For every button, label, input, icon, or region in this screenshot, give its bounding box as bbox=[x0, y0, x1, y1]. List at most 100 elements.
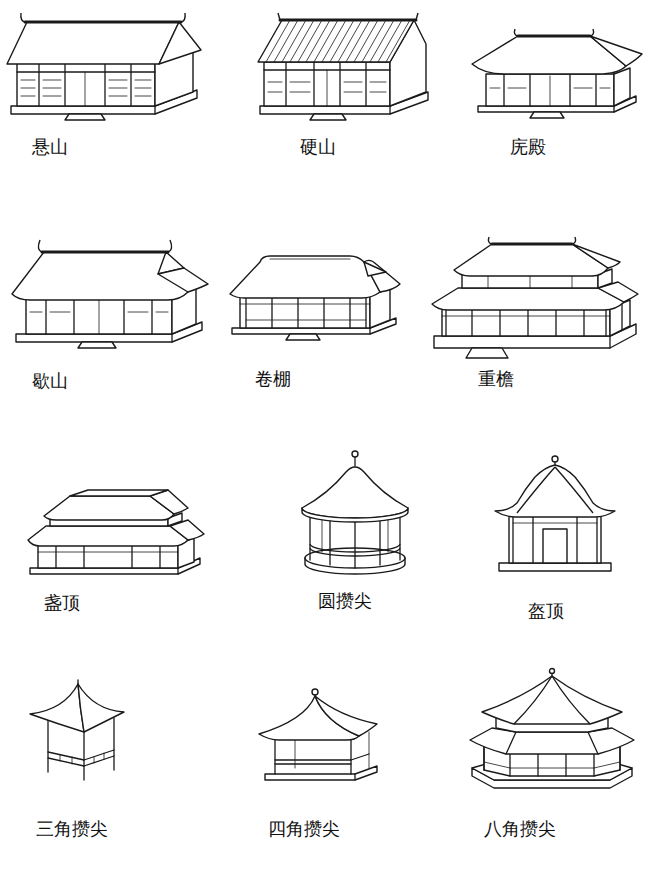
chongyan-building-part bbox=[492, 243, 572, 246]
xuanshan-building-part bbox=[38, 62, 39, 106]
chongyan-building-part bbox=[583, 308, 584, 336]
triangle-cuanjian-pavilion-part bbox=[77, 680, 78, 684]
triangle-cuanjian-pavilion-part bbox=[60, 755, 61, 761]
roof-type-label: 歇山 bbox=[32, 370, 68, 392]
chongyan-building bbox=[432, 237, 638, 358]
square-cuanjian-pavilion-part bbox=[315, 696, 377, 736]
wudian-building bbox=[472, 29, 642, 118]
xuanshan-building-part bbox=[130, 62, 131, 106]
triangle-cuanjian-pavilion bbox=[30, 680, 124, 780]
xieshan-building-part bbox=[123, 298, 124, 334]
kuiding-pavilion-part bbox=[555, 467, 593, 513]
yingshan-building-part bbox=[290, 92, 310, 93]
square-cuanjian-pavilion-part bbox=[274, 740, 275, 774]
juanpeng-building-part bbox=[230, 256, 380, 298]
roof-type-label: 硬山 bbox=[300, 136, 336, 158]
roof-type-label: 卷棚 bbox=[255, 368, 291, 390]
wudian-building-part bbox=[569, 74, 570, 106]
roof-type-label: 盔顶 bbox=[528, 600, 564, 622]
octagon-cuanjian-pavilion-part bbox=[550, 669, 555, 674]
juanpeng-building-part bbox=[240, 304, 370, 305]
square-cuanjian-pavilion-part bbox=[312, 689, 318, 695]
yingshan-building-part bbox=[268, 92, 282, 93]
xieshan-building-part bbox=[156, 312, 168, 313]
chongyan-building-part bbox=[572, 276, 573, 288]
xuanshan-building-part bbox=[17, 71, 155, 72]
xieshan-building-part bbox=[99, 300, 100, 334]
yingshan-building-part bbox=[370, 82, 386, 83]
xuanshan-building-part bbox=[135, 88, 151, 89]
yingshan-building-part bbox=[416, 13, 418, 20]
square-cuanjian-pavilion-part bbox=[369, 732, 370, 768]
luding-building-part bbox=[28, 526, 188, 546]
roof-type-label: 盏顶 bbox=[44, 592, 80, 614]
wudian-building-part bbox=[595, 74, 596, 106]
luding-building-part bbox=[83, 544, 84, 568]
chongyan-building-part bbox=[605, 308, 606, 336]
xuanshan-building-part bbox=[25, 21, 181, 24]
juanpeng-building-part bbox=[369, 328, 370, 334]
square-cuanjian-pavilion-part bbox=[351, 754, 369, 760]
xuanshan-building-part bbox=[159, 22, 201, 64]
square-cuanjian-pavilion-part bbox=[275, 763, 351, 764]
luding-building bbox=[28, 490, 204, 574]
kuiding-pavilion-part bbox=[512, 515, 513, 563]
kuiding-pavilion-part bbox=[552, 456, 558, 462]
xieshan-building bbox=[12, 240, 208, 348]
kuiding-pavilion-part bbox=[495, 465, 615, 517]
wudian-building-part bbox=[614, 68, 630, 106]
luding-building-part bbox=[70, 490, 168, 496]
octagon-cuanjian-pavilion-part bbox=[588, 732, 598, 754]
square-cuanjian-pavilion-part bbox=[295, 736, 296, 768]
yingshan-building-part bbox=[344, 82, 362, 83]
xieshan-building-part bbox=[78, 342, 116, 348]
octagon-cuanjian-pavilion-part bbox=[565, 752, 566, 776]
xuanshan-building-part bbox=[135, 80, 151, 81]
kuiding-pavilion-part bbox=[509, 515, 601, 563]
square-cuanjian-pavilion bbox=[259, 689, 377, 780]
xieshan-building-part bbox=[30, 312, 42, 313]
xieshan-building-part bbox=[42, 251, 168, 254]
triangle-cuanjian-pavilion-part bbox=[84, 756, 114, 766]
yingshan-building-part bbox=[278, 13, 280, 20]
octagon-cuanjian-pavilion-part bbox=[619, 746, 620, 770]
octagon-cuanjian-pavilion-part bbox=[593, 752, 594, 776]
luding-building-part bbox=[38, 552, 178, 553]
square-cuanjian-pavilion-part bbox=[265, 766, 377, 780]
kuiding-pavilion-part bbox=[576, 515, 577, 563]
chongyan-building-part bbox=[466, 348, 508, 358]
xuanshan-building-part bbox=[17, 62, 155, 106]
triangle-cuanjian-pavilion-part bbox=[104, 753, 105, 759]
xuanshan-building-part bbox=[181, 13, 185, 22]
kuiding-pavilion-part bbox=[513, 523, 597, 524]
round-cuanjian-pavilion-part bbox=[379, 514, 380, 565]
xuanshan-building-part bbox=[109, 96, 127, 97]
xuanshan-building-part bbox=[21, 13, 25, 22]
chongyan-building-part bbox=[488, 237, 492, 244]
triangle-cuanjian-pavilion-part bbox=[72, 757, 73, 764]
chongyan-building-part bbox=[445, 308, 446, 336]
xuanshan-building-part bbox=[43, 80, 61, 81]
square-cuanjian-pavilion-part bbox=[354, 774, 355, 780]
wudian-building-part bbox=[600, 88, 610, 89]
roof-type-label: 八角攒尖 bbox=[484, 818, 556, 840]
triangle-cuanjian-pavilion-part bbox=[47, 720, 48, 772]
juanpeng-building-part bbox=[246, 320, 366, 321]
triangle-cuanjian-pavilion-part bbox=[113, 718, 114, 770]
xieshan-building-part bbox=[168, 240, 172, 252]
xieshan-building-part bbox=[171, 334, 172, 342]
yingshan-building-part bbox=[313, 62, 314, 106]
round-cuanjian-pavilion-part bbox=[302, 467, 408, 518]
juanpeng-building-part bbox=[323, 296, 324, 328]
xieshan-building-part bbox=[45, 298, 46, 334]
wudian-building-part bbox=[490, 88, 500, 89]
octagon-cuanjian-pavilion-part bbox=[537, 752, 538, 776]
square-cuanjian-pavilion-part bbox=[350, 740, 351, 774]
square-cuanjian-pavilion-part bbox=[275, 759, 351, 760]
juanpeng-building-part bbox=[297, 296, 298, 328]
xuanshan-building-part bbox=[7, 22, 179, 64]
xieshan-building-part bbox=[73, 298, 74, 334]
xieshan-building-part bbox=[50, 312, 70, 313]
